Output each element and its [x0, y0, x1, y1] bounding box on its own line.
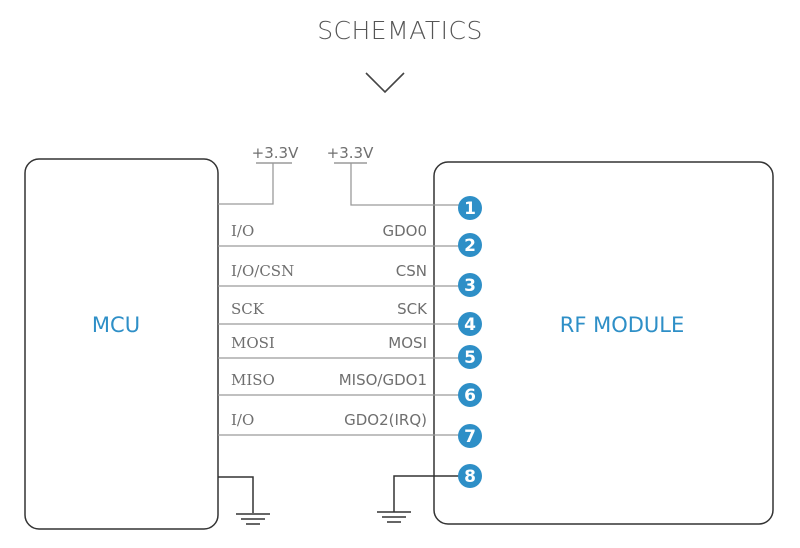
pin-badge-7: 7: [458, 424, 482, 448]
pin-badge-4: 4: [458, 312, 482, 336]
module-supply-wire: [350, 163, 460, 206]
pin-number: 7: [464, 427, 476, 447]
pin-circle: [458, 312, 482, 336]
pin-number: 4: [464, 315, 476, 335]
pin-number: 5: [464, 348, 476, 368]
pin-circle: [458, 383, 482, 407]
pin-circle: [458, 273, 482, 297]
mcu-signal-label: I/O: [231, 411, 254, 429]
mcu-signal-label: I/O: [231, 222, 254, 240]
rf-module-box: [433, 161, 774, 525]
pin-number: 6: [464, 386, 476, 406]
pin-badge-1: 1: [458, 196, 482, 220]
mcu-supply-wire: [218, 163, 274, 205]
mcu-signal-label: SCK: [231, 300, 265, 318]
ground-icon: [218, 476, 270, 525]
mcu-signal-label: MISO: [231, 371, 275, 389]
rf-module-label: RF MODULE: [560, 313, 685, 337]
module-signal-label: GDO0: [382, 222, 427, 240]
pin-number: 3: [464, 276, 476, 296]
pin-badge-2: 2: [458, 233, 482, 257]
mcu-label: MCU: [92, 313, 140, 337]
ground-icon: [377, 475, 464, 523]
pin-circle: [458, 424, 482, 448]
pin-badge-3: 3: [458, 273, 482, 297]
module-signal-label: MISO/GDO1: [339, 371, 427, 389]
pin-circle: [458, 464, 482, 488]
module-signal-label: CSN: [396, 262, 427, 280]
module-signal-label: SCK: [397, 300, 428, 318]
pin-circle: [458, 345, 482, 369]
module-signal-label: MOSI: [388, 334, 427, 352]
module-supply-label: +3.3V: [327, 144, 374, 162]
pin-badge-6: 6: [458, 383, 482, 407]
pin-number: 2: [464, 236, 476, 256]
module-signal-label: GDO2(IRQ): [344, 411, 427, 429]
pin-badge-5: 5: [458, 345, 482, 369]
mcu-signal-label: I/O/CSN: [231, 262, 294, 280]
mcu-supply-label: +3.3V: [252, 144, 299, 162]
mcu-signal-label: MOSI: [231, 334, 275, 352]
pin-number: 1: [464, 199, 476, 219]
pin-badge-8: 8: [458, 464, 482, 488]
pin-number: 8: [464, 467, 476, 487]
pin-circle: [458, 233, 482, 257]
page-title: SCHEMATICS: [317, 16, 483, 45]
mcu-box: [24, 158, 219, 530]
chevron-down-icon: [365, 72, 405, 94]
pin-circle: [458, 196, 482, 220]
